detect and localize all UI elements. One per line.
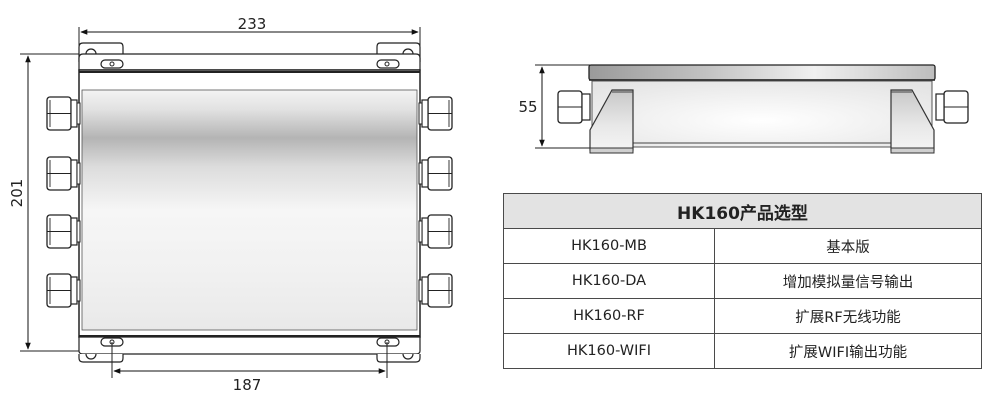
cable-gland-icon	[46, 96, 81, 131]
cable-gland-icon	[418, 214, 453, 249]
table-row: HK160-MB 基本版	[503, 228, 982, 264]
side-view: 55	[518, 64, 969, 154]
description-cell: 扩展WIFI输出功能	[714, 333, 982, 369]
model-cell: HK160-WIFI	[503, 333, 715, 369]
table-row: HK160-RF 扩展RF无线功能	[503, 298, 982, 334]
table-title: HK160产品选型	[503, 193, 982, 229]
cable-gland-icon	[418, 273, 453, 308]
model-cell: HK160-RF	[503, 298, 715, 334]
cable-gland-icon	[418, 96, 453, 131]
description-cell: 扩展RF无线功能	[714, 298, 982, 334]
dim-hole-spacing-187: 187	[233, 376, 262, 394]
cable-gland-icon	[557, 90, 591, 124]
description-cell: 基本版	[714, 228, 982, 264]
description-cell: 增加模拟量信号输出	[714, 263, 982, 299]
product-selection-table: HK160产品选型 HK160-MB 基本版 HK160-DA 增加模拟量信号输…	[503, 193, 982, 369]
cable-gland-icon	[46, 156, 81, 191]
front-view: 233 201 187	[8, 15, 453, 394]
cable-gland-icon	[46, 214, 81, 249]
table-row: HK160-WIFI 扩展WIFI输出功能	[503, 333, 982, 369]
table-row: HK160-DA 增加模拟量信号输出	[503, 263, 982, 299]
cable-gland-icon	[935, 90, 969, 124]
model-cell: HK160-DA	[503, 263, 715, 299]
model-cell: HK160-MB	[503, 228, 715, 264]
dim-height-55: 55	[518, 98, 537, 116]
cable-gland-icon	[46, 273, 81, 308]
dim-width-233: 233	[238, 15, 267, 33]
cable-gland-icon	[418, 156, 453, 191]
dim-height-201: 201	[8, 179, 26, 208]
